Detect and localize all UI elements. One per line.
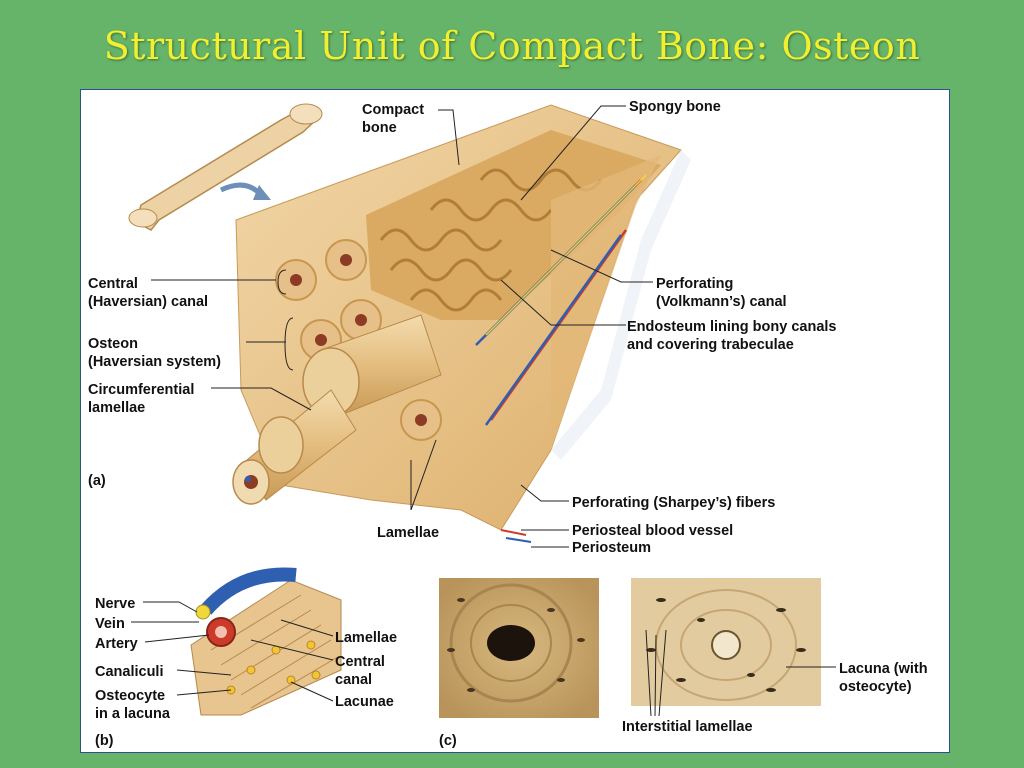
figure-c-photo-right <box>631 578 821 706</box>
label-central-canal-2: (Haversian) canal <box>88 294 208 310</box>
osteon-figure: Compact bone Spongy bone Central (Havers… <box>88 99 928 749</box>
label-periosteal-vessel: Periosteal blood vessel <box>572 523 733 539</box>
label-lacuna-1: Lacuna (with <box>839 661 928 677</box>
label-lacunae: Lacunae <box>335 694 394 710</box>
label-lacuna-2: osteocyte) <box>839 679 912 695</box>
figure-b-drawing <box>190 567 342 716</box>
label-central-canal-b-1: Central <box>335 654 385 670</box>
label-compact-bone-2: bone <box>362 120 397 136</box>
label-endosteum-2: and covering trabeculae <box>627 337 794 353</box>
label-circumferential-1: Circumferential <box>88 382 194 398</box>
label-lamellae-b: Lamellae <box>335 630 397 646</box>
label-central-canal-1: Central <box>88 276 138 292</box>
label-perforating-canal-2: (Volkmann’s) canal <box>656 294 787 310</box>
label-periosteum: Periosteum <box>572 540 651 556</box>
label-sharpey-fibers: Perforating (Sharpey’s) fibers <box>572 495 775 511</box>
panel-label-a: (a) <box>88 473 106 489</box>
figure-b-leaders <box>131 601 334 702</box>
label-vein: Vein <box>95 616 125 632</box>
slide-title: Structural Unit of Compact Bone: Osteon <box>103 24 921 68</box>
arrow-head-icon <box>253 185 271 200</box>
label-osteon-1: Osteon <box>88 336 138 352</box>
label-compact-bone-1: Compact <box>362 102 424 118</box>
long-bone-icon <box>128 103 323 231</box>
label-perforating-canal-1: Perforating <box>656 276 733 292</box>
arrow-icon <box>219 182 263 197</box>
label-endosteum-1: Endosteum lining bony canals <box>627 319 836 335</box>
panel-label-c: (c) <box>439 733 457 749</box>
bone-wedge-drawing <box>232 104 691 543</box>
label-canaliculi: Canaliculi <box>95 664 164 680</box>
label-interstitial-lamellae: Interstitial lamellae <box>622 719 753 735</box>
figure-c-photo-left <box>439 578 599 718</box>
figure-c-leaders <box>645 629 836 717</box>
label-artery: Artery <box>95 636 138 652</box>
label-nerve: Nerve <box>95 596 135 612</box>
label-osteocyte-1: Osteocyte <box>95 688 165 704</box>
label-osteon-2: (Haversian system) <box>88 354 221 370</box>
label-circumferential-2: lamellae <box>88 400 145 416</box>
label-spongy-bone: Spongy bone <box>629 99 721 115</box>
label-osteocyte-2: in a lacuna <box>95 706 171 722</box>
label-lamellae-a: Lamellae <box>377 525 439 541</box>
panel-label-b: (b) <box>95 733 114 749</box>
figure-a-leaders <box>151 105 653 548</box>
figure-panel: Compact bone Spongy bone Central (Havers… <box>80 89 950 753</box>
label-central-canal-b-2: canal <box>335 672 372 688</box>
